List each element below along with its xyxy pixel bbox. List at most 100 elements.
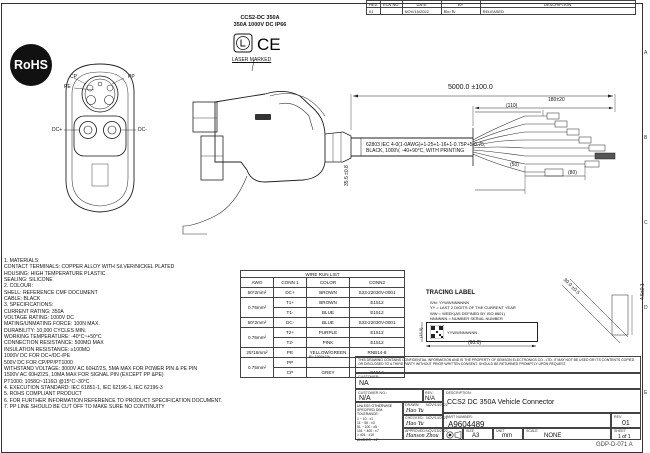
checked-label: CHECKED: xyxy=(405,416,424,420)
note-line: CONTACT TERMINALS: COPPER ALLOY WITH Sil… xyxy=(4,264,175,271)
tracing-line: S/N: YYWWNNNNNN xyxy=(430,300,470,305)
customer-no-label: CUSTOMER NO.: xyxy=(358,391,387,395)
customer-value: NA xyxy=(359,380,369,387)
dc-plus-pin-label: DC+ xyxy=(52,127,63,133)
projection-cell xyxy=(443,428,463,440)
note-line: SHELL: REFERENCE CMF DOCUMENT xyxy=(4,289,98,296)
sheet-label: SHEET xyxy=(614,429,626,433)
note-line: VOLTAGE RATING: 1000V DC xyxy=(4,315,74,322)
pp-pin-label: PP xyxy=(128,74,135,80)
note-line: CURRENT RATING: 350A xyxy=(4,308,64,315)
rohs-badge: RoHS xyxy=(10,44,52,86)
checked-cell: CHECKED: NOV/14/2022 Hao Yu xyxy=(403,415,448,428)
note-line: 5. ROHS COMPLIANT PRODUCT xyxy=(4,391,83,398)
pe-color: YELLOW/GREEN xyxy=(309,350,347,355)
wire-header-conn2: CONN2 xyxy=(349,277,405,288)
tracing-label-box: YYWWNNNNNN xyxy=(426,322,538,342)
note-line: WORKING TEMPERATURE: -40°C~+50°C xyxy=(4,334,102,341)
wire-table-caption: WIRE RUN LIST xyxy=(240,270,405,278)
scale-value: NONE xyxy=(544,433,562,439)
zone-label: A xyxy=(644,50,648,56)
zone-label: E xyxy=(644,390,648,396)
note-line: 4. EXECUTION STANDARD: IEC 61851-1, IEC … xyxy=(4,384,163,391)
approved-by: Hanson Zhou xyxy=(406,433,439,439)
product-title: CCS2-DC 350A xyxy=(240,15,280,21)
cable-spec-line: BLACK, 1000V, -40+90°C, WITH PRINTING xyxy=(366,148,465,154)
third-angle-projection-icon xyxy=(446,431,462,439)
revision-table: REV. ECN NO. DATE BY DESCRIPTION 01 NOV/… xyxy=(366,0,636,15)
dim-110: (110) xyxy=(506,103,518,109)
tracing-label-dims xyxy=(421,322,536,348)
note-line: PT1000: 1058Ω~1116Ω @15°C~30°C xyxy=(4,378,90,385)
part-number-value: A9604489 xyxy=(448,420,485,429)
part-number-label: PART NUMBER: xyxy=(446,415,473,419)
wire-header-color: COLOR xyxy=(306,277,350,288)
rev-cell: REV.: N/A xyxy=(423,389,443,402)
note-line: CABLE: BLACK xyxy=(4,296,41,303)
unit-cell: UNIT mm xyxy=(493,428,523,440)
customer-no-cell: CUSTOMER NO.: N/A xyxy=(355,389,423,402)
note-line: SEALING: SILICONE xyxy=(4,277,53,284)
rev2-label: REV. xyxy=(614,415,623,419)
rev-cell: RELEASED xyxy=(479,7,636,15)
note-line: 2. COLOUR: xyxy=(4,283,33,290)
size-label: SIZE xyxy=(466,429,474,433)
dim-50: (50) xyxy=(510,162,519,168)
note-line: 1000V DC FOR DC+/DC-/PE xyxy=(4,353,71,360)
overall-length-dim: 5000.0 ±100.0 xyxy=(448,84,493,91)
description-value: CCS2 DC 350A Vehicle Connector xyxy=(447,399,555,406)
checked-by: Hao Yu xyxy=(406,421,424,427)
pe-pin-label: PE xyxy=(64,84,71,90)
unit-label: UNIT xyxy=(496,429,505,433)
product-rating: 350A 1000V DC IP66 xyxy=(233,21,287,28)
sheet-value: 1 of 1 xyxy=(618,434,631,440)
customer-cell: CUSTOMER: NA xyxy=(355,373,641,389)
tracing-line: WW = WEEK(AS DEFINED BY ISO 8601) xyxy=(430,310,505,316)
drawn-by: Hao Yu xyxy=(406,408,424,414)
laser-marked-label: LASER MARKED xyxy=(232,57,272,63)
tracing-line: YY = LAST 2 DIGITS OF THE CURRENT YEAR xyxy=(430,305,516,311)
marking-symbols: CE xyxy=(233,33,281,54)
dim-15: (15.0) xyxy=(418,327,423,338)
dc-minus-pin-label: DC- xyxy=(138,127,147,133)
rev-cell: 01 xyxy=(366,7,381,15)
note-line: 6. FOR FURTHER INFORMATION REFERENCE TO … xyxy=(4,397,223,404)
laser-leader xyxy=(251,60,255,72)
zone-label: D xyxy=(644,305,648,311)
detail-view xyxy=(561,278,633,344)
note-line: 7. PP LINE SHOULD BE CUT OFF TO MAKE SUR… xyxy=(4,403,165,410)
note-line: INSULATION RESISTANCE: ≥100MΩ xyxy=(4,346,90,353)
dim-35-5: 35.5 ±0.8 xyxy=(344,165,350,186)
rounded-square-icon xyxy=(233,33,253,53)
scale-cell: SCALE NONE xyxy=(523,428,611,440)
rev-value: N/A xyxy=(425,396,436,402)
dim-4-5: 4.5±0.1 xyxy=(640,283,646,300)
wire-header-awg: AWG xyxy=(240,277,274,288)
scale-label: SCALE xyxy=(526,429,538,433)
note-line: 1. MATERIALS: xyxy=(4,258,40,264)
ce-mark-icon: CE xyxy=(257,35,281,54)
rev-label: REV.: xyxy=(425,391,435,395)
dim-180: 180±20 xyxy=(548,97,565,103)
note-line: 1500V AC 60HZ/2S, 10MA MAX FOR SIGNAL PI… xyxy=(4,372,164,379)
checked-date: NOV/14/2022 xyxy=(426,416,448,420)
dim-80: (80) xyxy=(568,170,577,176)
cable-print-text: 62803 IEC 4-0(1-0AWG)+1-25+1-16+1-0.75P+… xyxy=(366,142,485,154)
note-line: 500V DC FOR CP/PP/PT1000 xyxy=(4,359,73,366)
unit-value: mm xyxy=(502,433,512,439)
tracing-line: NNNNNN = NUMBER SERIAL NUMBER xyxy=(430,316,503,322)
note-line: CONNECTION RESISTANCE: 500MΩ MAX xyxy=(4,340,104,347)
connector-front-view xyxy=(64,63,136,213)
tolerance-cell: UNLESS OTHERWISE SPECIFIED DIM. TOLERANC… xyxy=(355,402,403,442)
tracing-sn-sample: YYWWNNNNNN xyxy=(447,330,478,335)
approved-cell: APPROVED: NOV/15/2022 Hanson Zhou xyxy=(403,428,448,440)
sheet-cell: SHEET 1 of 1 xyxy=(611,428,641,440)
qr-code-icon xyxy=(430,325,444,339)
approved-date: NOV/15/2022 xyxy=(426,429,448,433)
notes-block: 1. MATERIALS: CONTACT TERMINALS: COPPER … xyxy=(4,258,234,410)
note-line: DURABILITY: 10,000 CYCLES MIN. xyxy=(4,327,87,334)
